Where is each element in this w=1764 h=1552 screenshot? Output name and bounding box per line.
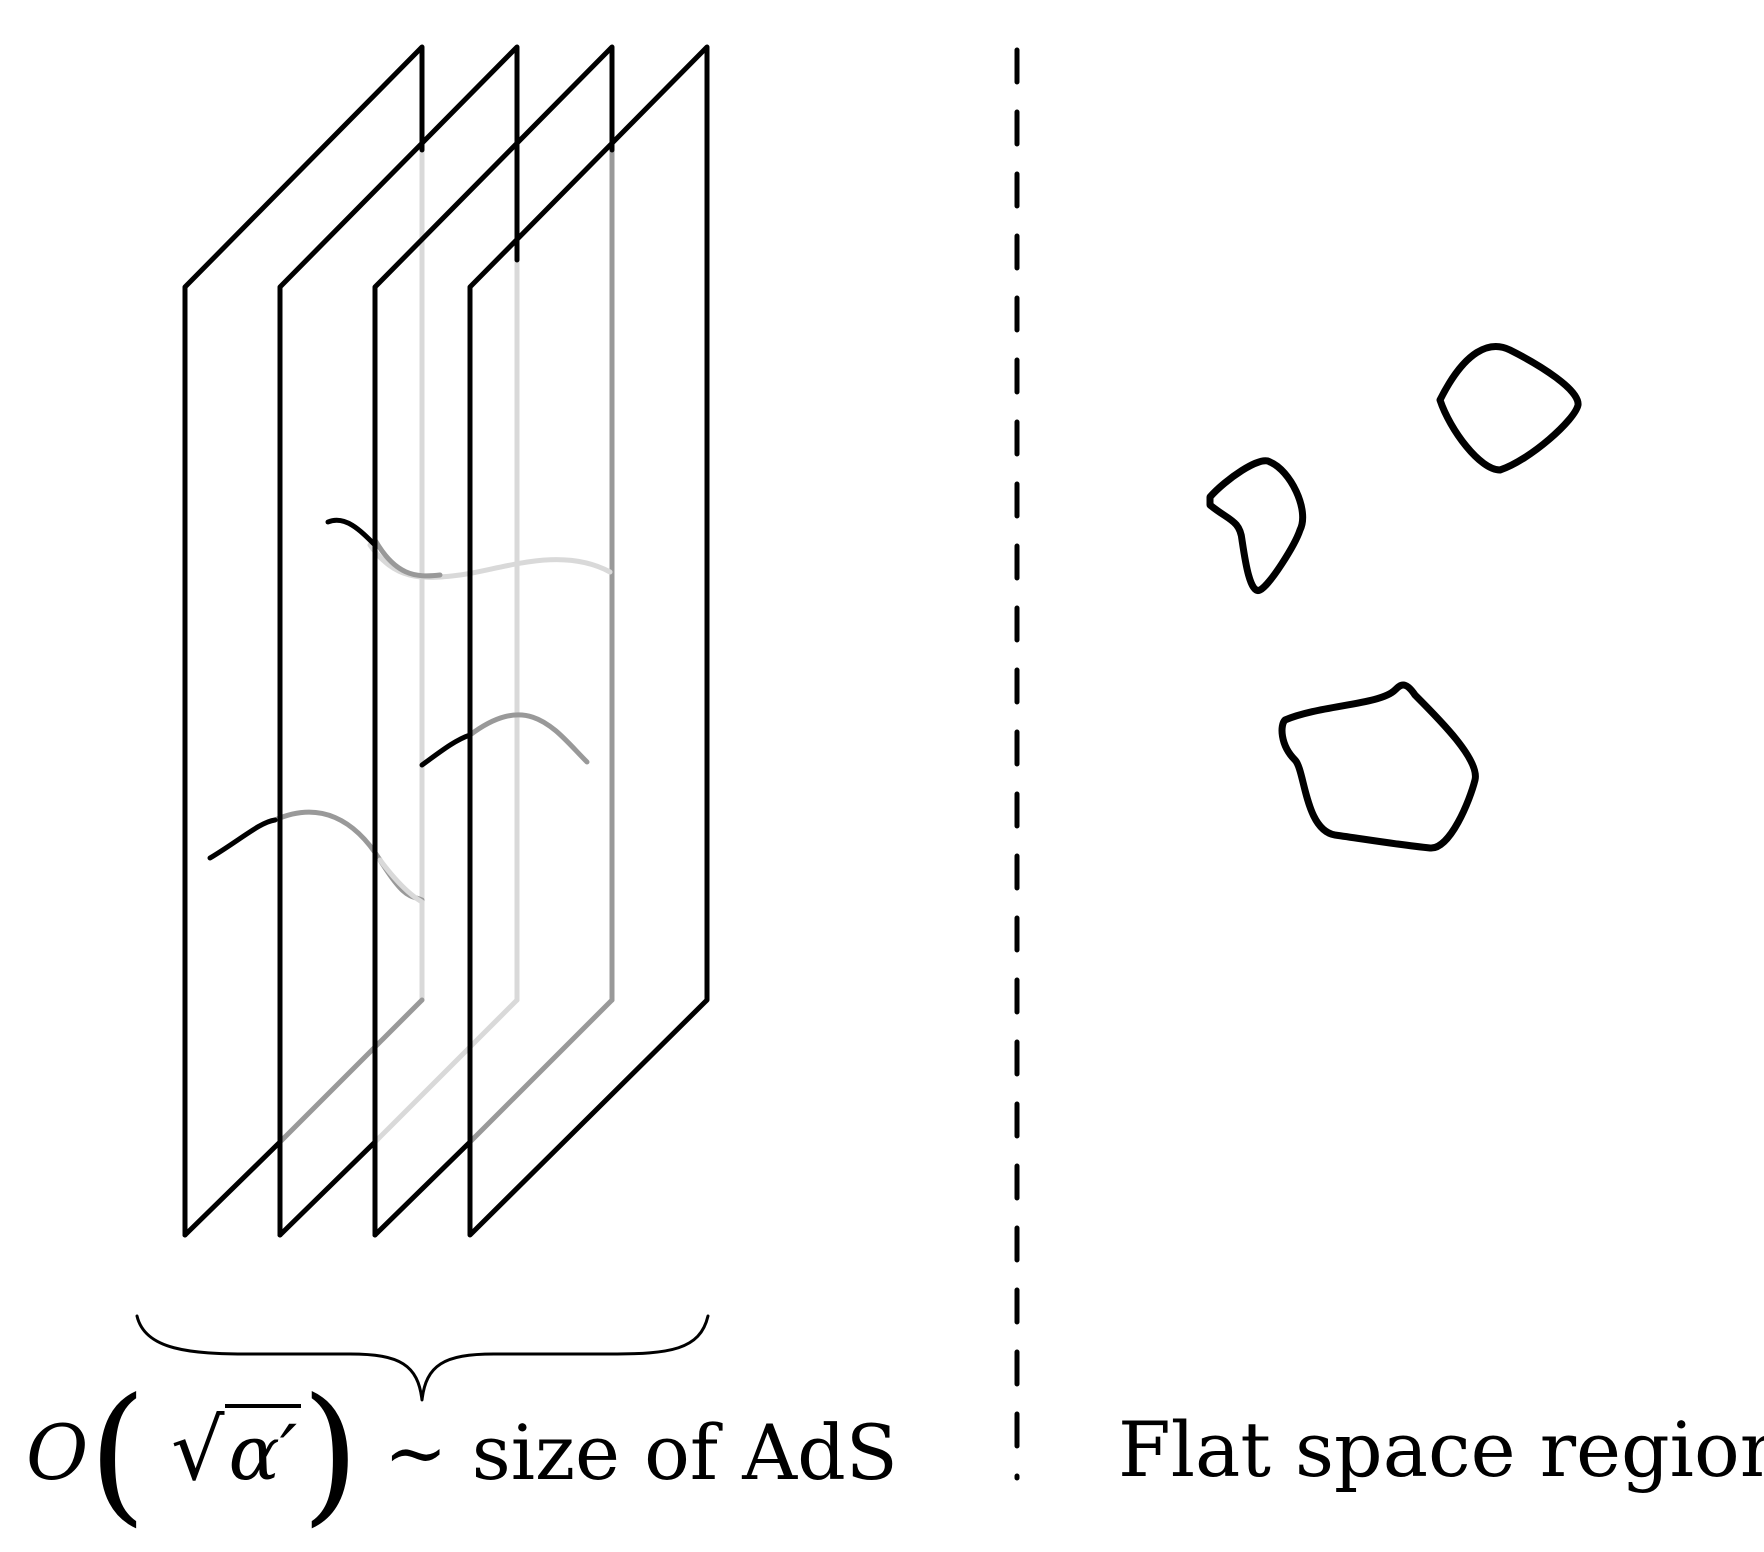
closed-strings bbox=[1206, 343, 1582, 852]
open-string-top bbox=[367, 542, 613, 580]
brane-plane-2 bbox=[277, 44, 520, 1238]
brane-plane-1 bbox=[182, 44, 425, 1238]
closed-string-3 bbox=[1278, 681, 1479, 852]
relation-symbol: ∼ bbox=[383, 1408, 448, 1497]
flat-space-caption: Flat space region bbox=[1118, 1405, 1764, 1494]
under-brace bbox=[135, 1314, 710, 1402]
close-paren: ) bbox=[301, 1367, 360, 1541]
open-string-bottom-end bbox=[207, 817, 278, 861]
brane-plane-3 bbox=[372, 44, 615, 1238]
open-string-middle-end bbox=[419, 732, 473, 768]
closed-string-2 bbox=[1206, 457, 1307, 594]
sqrt-symbol: √ bbox=[171, 1401, 225, 1499]
caption-text: size of AdS bbox=[471, 1408, 898, 1497]
open-string-ends bbox=[207, 517, 473, 861]
open-string-top-mid bbox=[372, 537, 443, 579]
open-strings bbox=[272, 537, 613, 905]
brane-size-caption: O( √α′) ∼ size of AdS bbox=[26, 1379, 898, 1529]
open-string-top-end bbox=[325, 517, 378, 548]
big-o-symbol: O bbox=[26, 1408, 89, 1497]
brane-stack bbox=[182, 44, 710, 1238]
alpha-prime: α′ bbox=[224, 1404, 302, 1497]
open-string-bottom-tail bbox=[377, 857, 425, 905]
open-paren: ( bbox=[88, 1367, 147, 1541]
closed-string-1 bbox=[1436, 343, 1582, 474]
brane-plane-4 bbox=[467, 44, 710, 1238]
open-string-middle bbox=[467, 712, 590, 765]
plane-hidden-edges bbox=[277, 147, 615, 1145]
